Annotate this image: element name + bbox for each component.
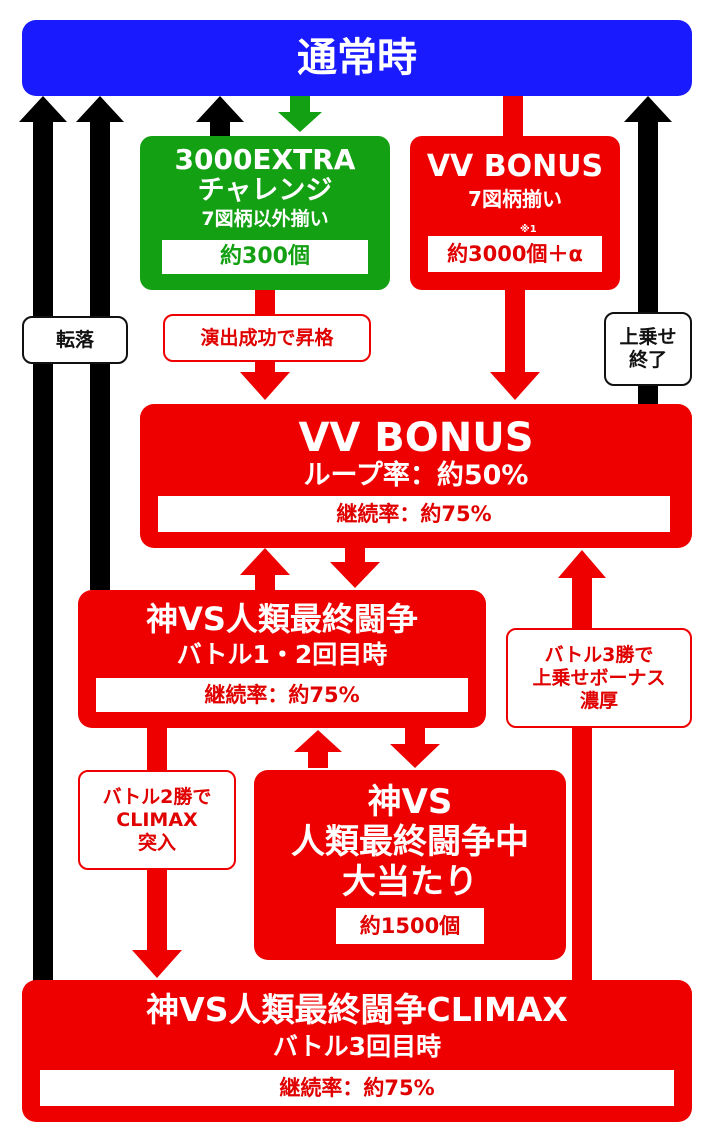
kami-battle-win-box: 神VS 人類最終闘争中 大当たり 約1500個 [254, 770, 566, 960]
vv-entry-payout: 約3000個＋α [428, 236, 602, 272]
fall-label: 転落 [22, 316, 128, 364]
extra-condition: 7図柄以外揃い [201, 208, 329, 230]
vv-entry-condition: 7図柄揃い [468, 187, 562, 211]
battle3-win-line2: 上乗せボーナス [532, 666, 666, 689]
vv-main-continue-rate: 継続率：約75% [158, 496, 670, 532]
kami-battle-title: 神VS人類最終闘争 [146, 600, 418, 638]
kami-battle-box: 神VS人類最終闘争 バトル1・2回目時 継続率：約75% [78, 590, 486, 728]
climax-round: バトル3回目時 [272, 1032, 442, 1061]
vv-bonus-entry-box: VV BONUS 7図柄揃い ※1 約3000個＋α [410, 136, 620, 290]
vv-main-title: VV BONUS [298, 415, 534, 461]
battle2-win-label: バトル2勝で CLIMAX 突入 [78, 770, 236, 870]
battle3-win-label: バトル3勝で 上乗せボーナス 濃厚 [506, 628, 692, 728]
bonus-end-line2: 終了 [628, 349, 667, 371]
arrow-vv-to-normal [624, 96, 672, 410]
arrow-normal-to-extra [278, 96, 322, 132]
vv-entry-title: VV BONUS [426, 149, 604, 184]
battle2-win-line1: バトル2勝で [102, 785, 212, 808]
vv-bonus-main-box: VV BONUS ループ率：約50% 継続率：約75% [140, 404, 692, 548]
kami-win-line3: 大当たり [342, 862, 478, 902]
extra-payout: 約300個 [162, 240, 368, 274]
battle3-win-line1: バトル3勝で [544, 643, 654, 666]
bonus-end-line1: 上乗せ [619, 326, 677, 348]
arrow-kami1-to-vvmain [240, 548, 290, 590]
arrow-normal-to-vvtop [503, 96, 523, 140]
arrow-climax-to-normal-1 [19, 96, 67, 985]
promote-label-text: 演出成功で昇格 [200, 326, 334, 349]
kami-win-line2: 人類最終闘争中 [291, 822, 529, 862]
normal-mode-box: 通常時 [22, 20, 692, 96]
climax-continue-rate: 継続率：約75% [40, 1070, 674, 1106]
battle2-win-line2: CLIMAX [116, 808, 198, 831]
promote-label: 演出成功で昇格 [163, 314, 371, 362]
arrow-vvtop-to-vvmain [490, 290, 540, 400]
climax-box: 神VS人類最終闘争CLIMAX バトル3回目時 継続率：約75% [22, 980, 692, 1122]
bonus-end-label: 上乗せ 終了 [604, 312, 692, 386]
battle3-win-line3: 濃厚 [579, 689, 618, 712]
arrow-extra-to-normal [196, 96, 244, 140]
arrow-vvmain-to-kami1 [330, 548, 380, 588]
fall-label-text: 転落 [55, 328, 94, 351]
extra-subtitle: チャレンジ [197, 175, 333, 206]
kami-battle-round: バトル1・2回目時 [176, 640, 388, 669]
vv-entry-note: ※1 [520, 224, 537, 235]
battle2-win-line3: 突入 [137, 831, 176, 854]
arrow-climax-to-vvmain [558, 550, 606, 985]
arrow-kami1-to-win [390, 728, 440, 768]
extra-title: 3000EXTRA [174, 143, 356, 176]
extra-challenge-box: 3000EXTRA チャレンジ 7図柄以外揃い 約300個 [140, 136, 390, 290]
vv-main-loop-rate: ループ率：約50% [303, 460, 529, 491]
arrow-win-to-kami1 [294, 730, 342, 768]
kami-win-line1: 神VS [367, 782, 453, 822]
kami-battle-continue-rate: 継続率：約75% [96, 678, 468, 712]
normal-mode-title: 通常時 [297, 35, 417, 81]
climax-title: 神VS人類最終闘争CLIMAX [146, 990, 568, 1029]
kami-win-payout: 約1500個 [336, 908, 484, 944]
